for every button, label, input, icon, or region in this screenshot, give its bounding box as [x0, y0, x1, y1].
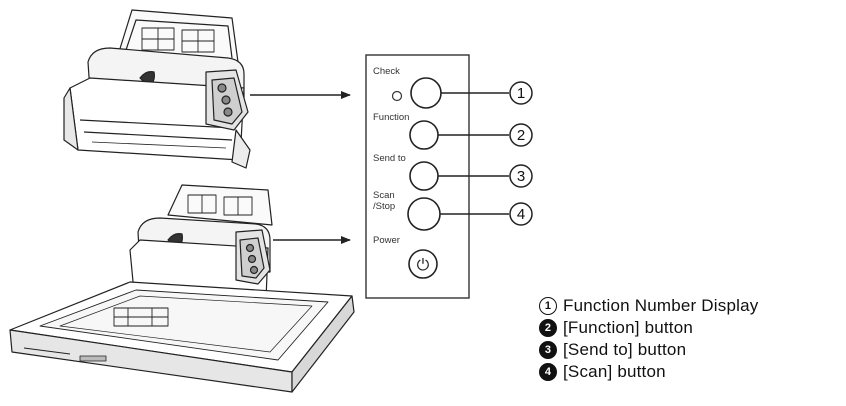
send-to-label: Send to — [373, 153, 406, 164]
scan-stop-button[interactable] — [407, 197, 441, 231]
scan-label: Scan — [373, 190, 395, 201]
callout-lines — [438, 92, 509, 215]
legend-item-4: 4 [Scan] button — [539, 361, 758, 383]
function-number-display — [410, 77, 442, 109]
legend-item-1: 1 Function Number Display — [539, 295, 758, 317]
function-label: Function — [373, 112, 409, 123]
function-button[interactable] — [409, 120, 439, 150]
marker-1: 1 — [509, 81, 533, 105]
sheetfed-scanner-illustration — [63, 9, 251, 169]
legend-item-2: 2 [Function] button — [539, 317, 758, 339]
stop-label: /Stop — [373, 201, 395, 212]
legend-text-1: Function Number Display — [563, 296, 759, 315]
legend-number-1: 1 — [539, 297, 557, 315]
flatbed-scanner-illustration — [9, 184, 355, 393]
check-label: Check — [373, 66, 400, 77]
check-indicator-lamp — [391, 90, 403, 102]
marker-3: 3 — [509, 164, 533, 188]
send-to-button[interactable] — [409, 161, 439, 191]
legend-number-4: 4 — [539, 363, 557, 381]
svg-text:4: 4 — [517, 206, 525, 223]
marker-2: 2 — [509, 123, 533, 147]
legend-text-3: [Send to] button — [563, 340, 687, 359]
legend-item-3: 3 [Send to] button — [539, 339, 758, 361]
legend-text-2: [Function] button — [563, 318, 694, 337]
legend: 1 Function Number Display 2 [Function] b… — [539, 295, 758, 383]
power-icon: ⏻ — [417, 257, 430, 274]
legend-number-3: 3 — [539, 341, 557, 359]
power-label: Power — [373, 235, 400, 246]
svg-text:1: 1 — [517, 85, 525, 102]
legend-text-4: [Scan] button — [563, 362, 666, 381]
svg-text:3: 3 — [517, 168, 525, 185]
power-button[interactable] — [408, 249, 438, 279]
marker-4: 4 — [509, 202, 533, 226]
svg-text:2: 2 — [517, 127, 525, 144]
legend-number-2: 2 — [539, 319, 557, 337]
